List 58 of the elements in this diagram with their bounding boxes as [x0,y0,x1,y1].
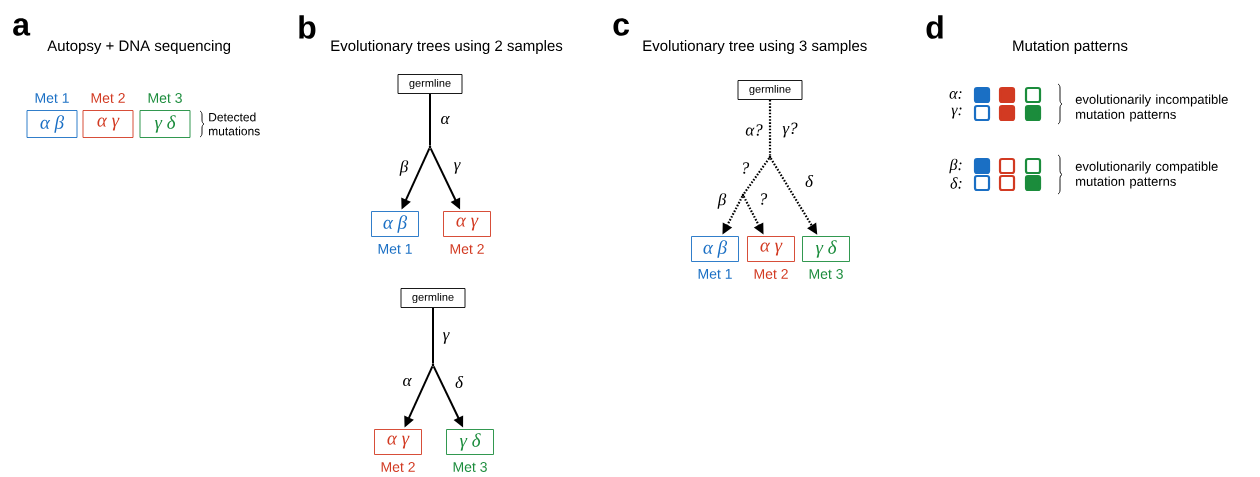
branch-label: γ? [782,122,798,138]
mutation-box: α γ [443,211,491,237]
mutation-box: γ δ [802,236,850,262]
mutation-box: γ δ [139,110,191,138]
panel-letter: b [299,15,316,39]
sample-label: Met 1 [35,93,69,103]
panel-letter: c [613,18,630,36]
sample-label: Met 1 [378,244,412,254]
sample-label: Met 3 [453,462,487,472]
mutation-box: α γ [82,110,134,138]
germline-box: germline [400,288,466,308]
pattern-label: β: [949,158,962,174]
panel-letter: d [926,15,943,39]
edge-label: γ [442,331,450,345]
branch-point [768,155,772,159]
sample-label: Met 3 [809,269,843,279]
mutation-box: α γ [374,429,422,455]
panel-title: Autopsy + DNA sequencing [47,40,231,54]
edge-label: α [440,115,450,125]
branch-line [742,157,771,195]
brace-text: evolutionarily incompatible mutation patterns [1075,94,1228,122]
sample-label: Met 1 [698,269,732,279]
panel-title: Evolutionary trees using 2 samples [331,40,563,54]
sample-label: Met 3 [148,93,182,103]
mutation-box: α β [26,110,78,138]
brace-text: evolutionarily compatible mutation patterns [1075,161,1218,189]
edge-label: β [717,192,727,210]
sample-label: Met 2 [91,93,125,103]
edge-label: α? [744,123,764,137]
branch-point [431,363,435,367]
branch-line [768,99,772,156]
mutation-box: α γ [747,236,795,262]
brace-text: Detected mutations [209,112,260,136]
edge-label: δ [804,174,814,188]
sample-label: Met 2 [381,462,415,472]
edge-label: α [402,377,412,387]
branch-line [429,92,431,147]
mutation-box: α β [371,211,419,237]
panel-letter: a [13,18,31,36]
sample-label: Met 2 [450,244,484,254]
edge-label: δ [454,375,464,389]
panel-title: Mutation patterns [1013,40,1128,54]
germline-box: germline [397,74,463,94]
mutation-box: α β [691,236,739,262]
pattern-label: γ: [951,107,962,119]
pattern-label: δ: [950,177,962,189]
branch-point [428,145,432,149]
pattern-label: α: [949,91,962,99]
mutation-box: γ δ [446,429,494,455]
sample-label: Met 2 [754,269,788,279]
germline-box: germline [737,80,803,100]
panel-title: Evolutionary tree using 3 samples [643,40,867,54]
edge-label: ? [740,161,750,175]
edge-label: ? [758,192,768,206]
edge-label: γ [453,161,461,175]
edge-label: β [399,159,409,177]
branch-line [432,306,434,365]
branch-point [741,193,745,197]
